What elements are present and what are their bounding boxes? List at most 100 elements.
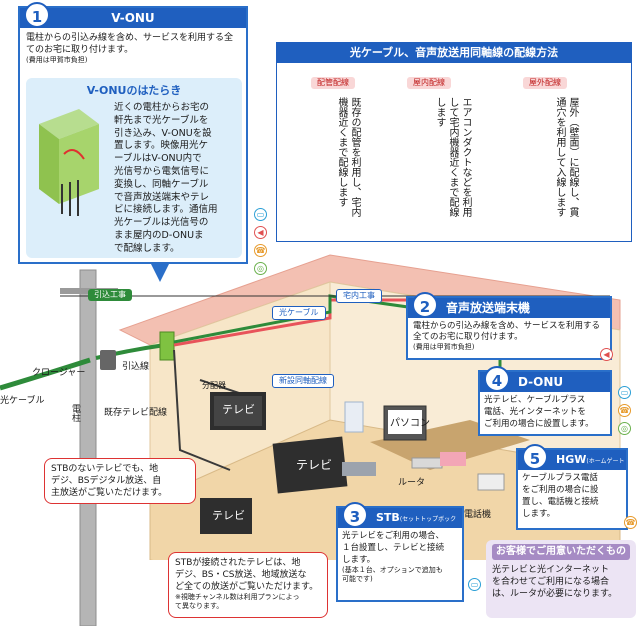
hgw-header: 5 HGW(ホームゲートウェイ) xyxy=(518,444,626,487)
vonu-sub-line: 光信号から電気信号に xyxy=(114,165,210,177)
vonu-sub-line: まま屋内のD-ONUま xyxy=(114,229,204,241)
step-badge-4: 4 xyxy=(484,366,510,392)
step-badge-1: 1 xyxy=(24,2,50,28)
audio-terminal-body: 電柱からの引込み線を含め、サービスを利用する全てのお宅に取り付けます。 (費用は… xyxy=(408,318,610,355)
phone-icon: ☎ xyxy=(624,516,637,529)
callout-note-line: ※視聴チャンネル数は利用プランによっ xyxy=(175,593,300,601)
audio-terminal-text: 電柱からの引込み線を含め、サービスを利用する全てのお宅に取り付けます。 xyxy=(413,321,601,342)
vonu-sub-line: 引き込み、V-ONUを設 xyxy=(114,127,212,139)
donu-body: 光テレビ、ケーブルプラス 電話、光インターネットを ご利用の場合に設置します。 xyxy=(480,392,610,432)
hgw-title-sub: (ホームゲートウェイ) xyxy=(556,458,625,487)
callout-text-line: デジ、BS・CS放送、地域放送な xyxy=(175,570,307,580)
stb-body: 光テレビをご利用の場合、 １台設置し、テレビと接続 します。 (基本１台、オプシ… xyxy=(338,528,462,586)
router-label: ルータ xyxy=(398,478,426,488)
stb-header: 3 STB(セットトップボックス) xyxy=(338,502,462,545)
hgw-text-line: 置し、電話機と接続 xyxy=(522,497,599,507)
prepare-text-line: を合わせてご利用になる場合 xyxy=(492,577,610,587)
prepare-text-line: は、ルータが必要になります。 xyxy=(492,589,618,599)
onu-label-1: ONU xyxy=(298,158,306,174)
donu-text-line: 電話、光インターネットを xyxy=(484,407,587,417)
speaker-icon: ◀ xyxy=(254,226,267,239)
tv-label-lower: テレビ xyxy=(212,509,245,522)
donu-text-line: ご利用の場合に設置します。 xyxy=(484,419,594,429)
vonu-text: 電柱からの引込み線を含め、サービスを利用する全てのお宅に取り付けます。 xyxy=(26,33,234,55)
callout-note-line: て異なります。 xyxy=(175,602,224,610)
fiber-cable-left-label: 光ケーブル xyxy=(0,396,45,406)
audio-terminal-note: (費用は甲賀市負担) xyxy=(413,343,475,351)
callout-text-line: STBのないテレビでも、地 xyxy=(51,464,159,474)
stb-title: STB xyxy=(376,511,400,524)
donu-box: 4 D-ONU 光テレビ、ケーブルプラス 電話、光インターネットを ご利用の場合… xyxy=(478,366,612,436)
hgw-text-line: します。 xyxy=(522,509,556,519)
tv-icon: ▭ xyxy=(618,386,631,399)
tv-set-lower xyxy=(200,498,252,534)
phone-device xyxy=(477,473,505,491)
tv-label-upper: テレビ xyxy=(222,403,255,416)
callout-text-line: デジ、BSデジタル放送、自 xyxy=(51,476,162,486)
fiber-cable-outside xyxy=(0,357,91,391)
step-badge-5: 5 xyxy=(522,444,548,470)
vonu-sub-line: で配線します。 xyxy=(114,242,180,254)
vonu-body: 電柱からの引込み線を含め、サービスを利用する全てのお宅に取り付けます。 (費用は… xyxy=(20,28,246,69)
no-stb-callout: STBのないテレビでも、地 デジ、BSデジタル放送、自 主放送がご覧いただけます… xyxy=(44,458,196,504)
vonu-sub-line: 置します。映像用光ケ xyxy=(114,140,209,152)
vonu-sub-panel: V-ONUのはたらき 近くの電柱からお宅の 軒先まで光ケーブルを 引き込み、V-… xyxy=(26,78,242,258)
kizon-terebi-label: 既存テレビ配線 xyxy=(104,408,168,418)
method-tag-3: 屋外配線 xyxy=(523,77,567,89)
stb-device xyxy=(342,462,376,476)
prepare-box: お客様でご用意いただくもの 光テレビと光インターネット を合わせてご利用になる場… xyxy=(486,540,636,618)
denchu-label: 電柱 xyxy=(70,404,80,422)
vonu-device xyxy=(159,331,175,361)
phone-icon: ☎ xyxy=(618,404,631,417)
takunai-koji-label: 宅内工事 xyxy=(336,289,382,303)
vonu-sub-line: ーブルはV-ONU内で xyxy=(114,153,202,165)
donu-device xyxy=(440,452,466,466)
hgw-title: HGW xyxy=(556,453,587,466)
router-device xyxy=(411,457,443,469)
stb-text-line: 光テレビをご利用の場合、 xyxy=(342,531,445,541)
hikari-cable-label: 光ケーブル xyxy=(272,306,326,320)
step-badge-2: 2 xyxy=(412,292,438,318)
shinsetsu-label: 新設同軸配線 xyxy=(272,374,334,388)
callout-text-line: 主放送がご覧いただけます。 xyxy=(51,488,168,498)
existing-tv-line xyxy=(173,349,231,471)
utility-pole xyxy=(79,269,97,626)
audio-terminal-device xyxy=(344,401,364,433)
vonu-sub-line: で音声放送端末やテレ xyxy=(114,191,210,203)
stb-text-line: １台設置し、テレビと接続 xyxy=(342,543,445,553)
callout-text-line: STBが接続されたテレビは、地 xyxy=(175,558,301,568)
tv-icon: ▭ xyxy=(254,208,267,221)
audio-terminal-header: 2 音声放送端末機 xyxy=(408,292,610,318)
method-text-2: エアコンダクトなどを利用して宅内機器近くまで配線します xyxy=(434,97,471,217)
donu-text-line: 光テレビ、ケーブルプラス xyxy=(484,395,586,405)
bunpaiki-label: 分配器 xyxy=(202,381,226,390)
method-text-1: 既存の配管を利用し、宅内機器近くまで配線します xyxy=(336,97,360,217)
donu-title: D-ONU xyxy=(518,375,564,389)
stb-note-line: (基本１台、オプションで追加も xyxy=(342,566,443,574)
vonu-title: V-ONU xyxy=(111,11,155,25)
tv-icon: ▭ xyxy=(468,578,481,591)
tv-set-upper xyxy=(210,392,266,430)
vonu-note: (費用は甲賀市負担) xyxy=(26,56,88,64)
vonu-device-illustration xyxy=(34,104,104,224)
stb-callout: STBが接続されたテレビは、地 デジ、BS・CS放送、地域放送な ど全ての放送が… xyxy=(168,552,328,618)
method-text-3: 屋外（壁面）に配線し、貫通穴を利用して入線します xyxy=(554,97,578,217)
closure-box xyxy=(100,350,116,370)
onu-label-3: ONU xyxy=(503,160,511,176)
closure-label: クロージャー xyxy=(32,368,86,378)
prepare-title: お客様でご用意いただくもの xyxy=(492,544,630,560)
vonu-sub-line: 近くの電柱からお宅の xyxy=(114,102,210,113)
prepare-text-line: 光テレビと光インターネット xyxy=(492,565,610,575)
vonu-pointer xyxy=(150,262,170,282)
callout-text-line: ど全ての放送がご覧いただけます。 xyxy=(175,582,319,592)
speaker-icon: ◀ xyxy=(600,348,613,361)
wiring-methods-title: 光ケーブル、音声放送用同軸線の配線方法 xyxy=(277,43,631,63)
vonu-sub-line: 変換し、同軸ケーブル xyxy=(114,178,209,190)
vonu-sub-line: ビに接続します。通信用 xyxy=(114,204,218,216)
phone-icon: ☎ xyxy=(254,244,267,257)
internet-icon: ◎ xyxy=(254,262,267,275)
stb-text-line: します。 xyxy=(342,555,376,565)
